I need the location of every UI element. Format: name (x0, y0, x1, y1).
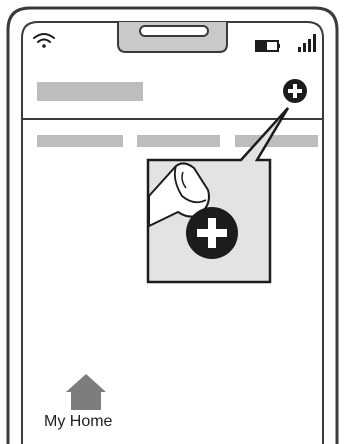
callout-add-button (186, 207, 238, 259)
tab-placeholder-2[interactable] (137, 135, 220, 147)
battery-icon (256, 41, 280, 51)
header-add-button[interactable] (283, 79, 307, 103)
tab-placeholder-1[interactable] (37, 135, 123, 147)
header-title-placeholder (37, 82, 143, 101)
home-nav-label[interactable]: My Home (44, 413, 134, 431)
tab-placeholder-3[interactable] (235, 135, 318, 147)
speaker-slot (140, 26, 208, 36)
